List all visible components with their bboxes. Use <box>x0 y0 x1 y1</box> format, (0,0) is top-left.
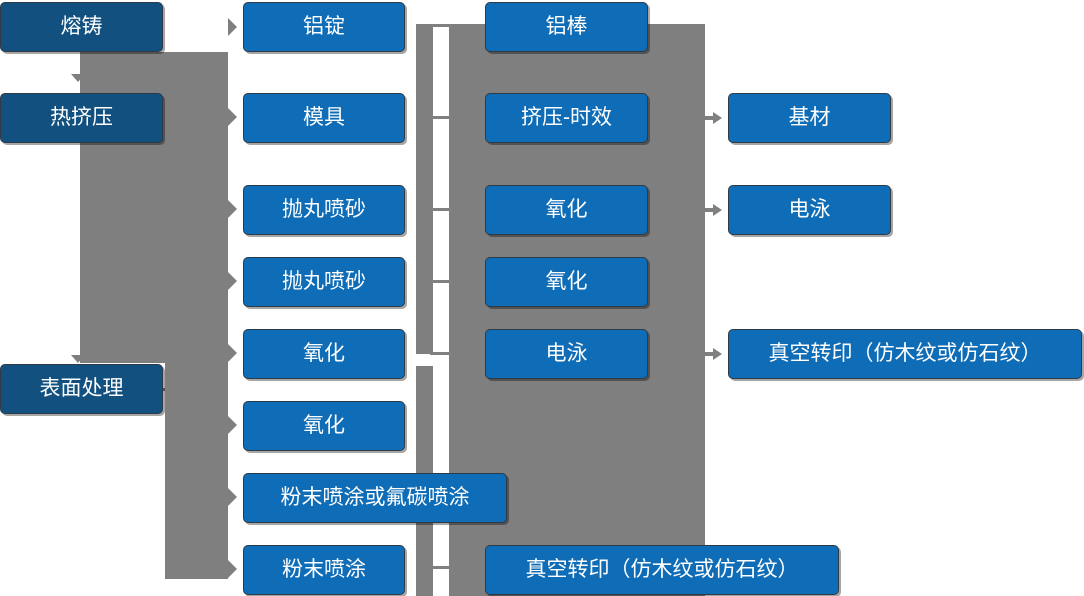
process-box-aluminum-bar-label: 铝棒 <box>545 15 588 39</box>
output-box-vacuum-transfer[interactable]: 真空转印（仿木纹或仿石纹） <box>728 329 1082 379</box>
stage-box-hot-extrusion[interactable]: 热挤压 <box>0 93 163 143</box>
surface-treatment-link-line <box>160 388 182 391</box>
stage-arrow-down-to-surface-treatment <box>71 355 85 363</box>
stage-box-melting-casting-label: 熔铸 <box>60 15 103 39</box>
rail-tick-5 <box>430 352 452 355</box>
input-arrow-1 <box>228 18 237 36</box>
input-box-mold[interactable]: 模具 <box>243 93 405 143</box>
process-box-oxidation-2[interactable]: 氧化 <box>485 257 648 307</box>
input-arrow-3 <box>228 200 237 218</box>
rail-tick-4 <box>430 280 452 283</box>
output-arrow-vacuum-transfer <box>703 348 722 360</box>
input-to-process-rail-left <box>416 24 433 354</box>
input-box-oxidation-1[interactable]: 氧化 <box>243 329 405 379</box>
rail-tick-1 <box>430 24 452 27</box>
process-box-oxidation-1[interactable]: 氧化 <box>485 185 648 235</box>
input-box-shot-blasting-2[interactable]: 抛丸喷砂 <box>243 257 405 307</box>
input-arrow-8 <box>228 560 237 578</box>
input-arrow-7 <box>228 488 237 506</box>
output-box-electrophoresis[interactable]: 电泳 <box>728 185 891 235</box>
process-box-oxidation-2-label: 氧化 <box>545 270 588 294</box>
process-box-electrophoresis[interactable]: 电泳 <box>485 329 648 379</box>
stage-box-hot-extrusion-label: 热挤压 <box>50 106 113 130</box>
input-box-powder-coating[interactable]: 粉末喷涂 <box>243 545 405 595</box>
input-box-powder-or-fluorocarbon-coating[interactable]: 粉末喷涂或氟碳喷涂 <box>243 473 507 523</box>
rail-tick-6 <box>430 566 452 569</box>
stage-box-surface-treatment-label: 表面处理 <box>39 377 124 401</box>
input-box-mold-label: 模具 <box>303 106 345 130</box>
input-box-aluminum-ingot-label: 铝锭 <box>303 15 345 39</box>
rail-tick-3 <box>430 208 452 211</box>
output-box-electrophoresis-label: 电泳 <box>788 198 831 222</box>
stage-box-surface-treatment[interactable]: 表面处理 <box>0 364 163 414</box>
input-box-oxidation-1-label: 氧化 <box>303 342 345 366</box>
input-arrow-5 <box>228 344 237 362</box>
stage-arrow-down-to-hot-extrusion <box>71 74 85 82</box>
input-box-aluminum-ingot[interactable]: 铝锭 <box>243 2 405 52</box>
input-box-oxidation-2-label: 氧化 <box>303 414 345 438</box>
process-box-aluminum-bar[interactable]: 铝棒 <box>485 2 648 52</box>
process-box-vacuum-transfer-label: 真空转印（仿木纹或仿石纹） <box>525 558 799 582</box>
stage-to-input-connector-lower <box>165 363 228 579</box>
input-box-shot-blasting-1[interactable]: 抛丸喷砂 <box>243 185 405 235</box>
process-box-vacuum-transfer[interactable]: 真空转印（仿木纹或仿石纹） <box>485 545 839 595</box>
process-box-electrophoresis-label: 电泳 <box>545 342 588 366</box>
process-box-oxidation-1-label: 氧化 <box>545 198 588 222</box>
output-box-vacuum-transfer-label: 真空转印（仿木纹或仿石纹） <box>768 342 1042 366</box>
input-box-shot-blasting-1-label: 抛丸喷砂 <box>282 198 366 222</box>
rail-tick-2 <box>430 116 452 119</box>
input-box-shot-blasting-2-label: 抛丸喷砂 <box>282 270 366 294</box>
output-box-base-material[interactable]: 基材 <box>728 93 891 143</box>
input-arrow-4 <box>228 272 237 290</box>
process-box-extrusion-aging[interactable]: 挤压-时效 <box>485 93 648 143</box>
stage-box-melting-casting[interactable]: 熔铸 <box>0 2 163 52</box>
input-arrow-2 <box>228 108 237 126</box>
input-box-oxidation-2[interactable]: 氧化 <box>243 401 405 451</box>
output-box-base-material-label: 基材 <box>788 106 831 130</box>
input-arrow-6 <box>228 416 237 434</box>
output-arrow-electrophoresis <box>703 204 722 216</box>
output-arrow-base-material <box>703 112 722 124</box>
input-box-powder-coating-label: 粉末喷涂 <box>282 558 366 582</box>
process-box-extrusion-aging-label: 挤压-时效 <box>521 106 612 130</box>
input-box-powder-or-fluorocarbon-coating-label: 粉末喷涂或氟碳喷涂 <box>280 486 470 510</box>
